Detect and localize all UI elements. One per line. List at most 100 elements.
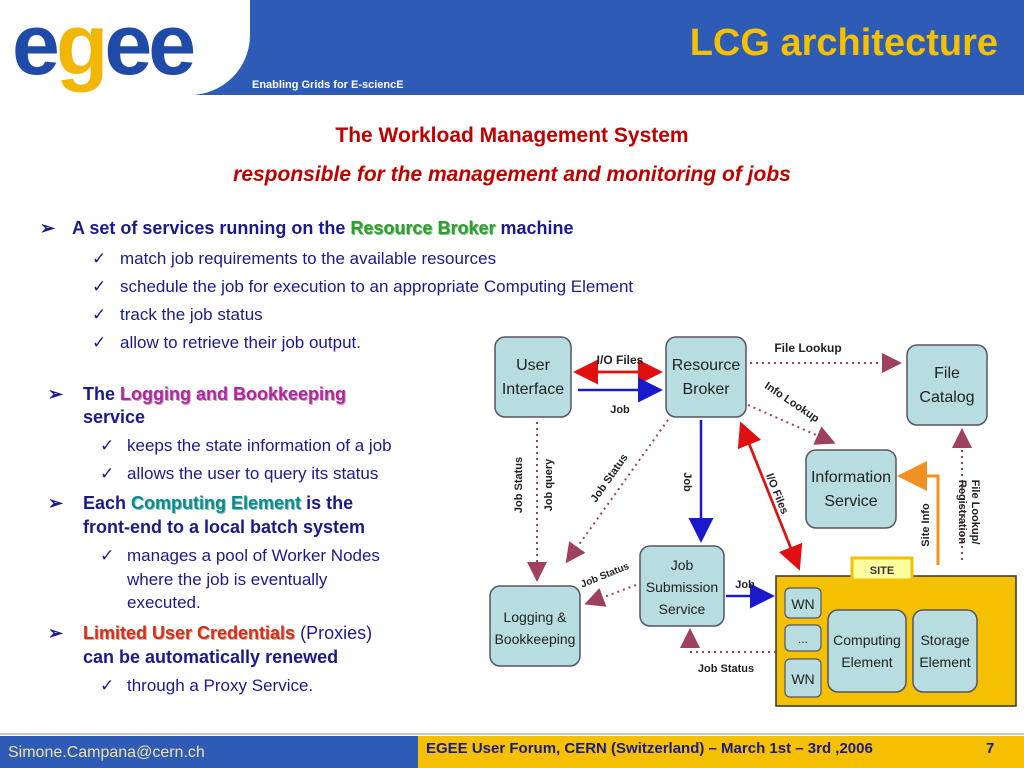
- b3-highlight: Computing Element: [131, 493, 302, 513]
- b2-highlight: Logging and Bookkeeping: [120, 384, 347, 404]
- label-io-files-diag: I/O Files: [763, 472, 790, 516]
- check-icon: ✓: [92, 249, 107, 268]
- info-lookup-arrow: [747, 404, 836, 445]
- b3-prefix: Each: [83, 493, 127, 513]
- b4-suffix: (Proxies): [300, 623, 373, 643]
- arrow-bullet-icon: ➢: [48, 384, 64, 404]
- site-label-box: [850, 556, 914, 582]
- label-job-status-left: Job Status: [513, 457, 525, 513]
- wn2-label: WN: [791, 671, 814, 687]
- slide-title: LCG architecture: [689, 22, 998, 64]
- check-icon: ✓: [100, 546, 115, 565]
- subtitle-line2: responsible for the management and monit…: [233, 163, 791, 186]
- b3-suffix: is the: [306, 493, 354, 513]
- b1-sub-1-text: match job requirements to the available …: [120, 249, 497, 268]
- label-job-status-diag: Job Status: [589, 452, 631, 505]
- b2-suffix: service: [83, 407, 146, 427]
- logo-area: egee: [0, 0, 250, 95]
- label-io-files-top: I/O Files: [597, 353, 644, 367]
- is-line2: Service: [824, 493, 877, 510]
- fc-line2: Catalog: [919, 389, 974, 406]
- subtitle-line1: The Workload Management System: [335, 124, 689, 147]
- jss-line2: Submission: [646, 579, 718, 595]
- ce-line2: Element: [841, 654, 892, 670]
- check-icon: ✓: [100, 464, 115, 483]
- b1-sub-3-text: track the job status: [120, 305, 263, 324]
- b3-sub-1-line2: where the job is eventually: [127, 570, 328, 589]
- job-submission-box: Job Submission Service: [639, 545, 725, 627]
- label-job-query: Job query: [543, 458, 555, 511]
- wn-dots-box: ...: [784, 624, 822, 652]
- fc-line1: File: [934, 365, 960, 382]
- job-status-small-arrow: [584, 584, 637, 607]
- is-line1: Information: [811, 469, 891, 486]
- job-status-bottom-arrow: [680, 628, 776, 653]
- check-icon: ✓: [92, 333, 107, 352]
- io-files-diag-arrow-up: [737, 421, 800, 567]
- tagline: Enabling Grids for E-sciencE: [252, 79, 404, 91]
- b1-highlight: Resource Broker: [350, 218, 496, 238]
- footer-right-band: [418, 736, 1024, 768]
- ce-line1: Computing: [833, 632, 901, 648]
- jss-line3: Service: [659, 601, 706, 617]
- b3-sub-1-line3: executed.: [127, 593, 201, 612]
- dots-label: ...: [798, 632, 808, 646]
- resource-broker-box: Resource Broker: [665, 336, 747, 418]
- ui-line2: Interface: [502, 381, 564, 398]
- site-label: SITE: [870, 565, 894, 577]
- bullet-credentials: ➢ Limited User Credentials (Proxies): [48, 622, 372, 644]
- lb-line2: Bookkeeping: [495, 631, 576, 647]
- b4-sub-1-text: through a Proxy Service.: [127, 676, 314, 695]
- job-status-diag-arrow: [565, 419, 669, 564]
- label-file-lookup: File Lookup: [774, 341, 841, 355]
- user-interface-box: User Interface: [494, 336, 572, 418]
- label-job-right: Job: [735, 579, 755, 591]
- se-line2: Element: [919, 654, 970, 670]
- b1-sub-3: ✓ track the job status: [92, 305, 263, 325]
- b3-line2: front-end to a local batch system: [83, 517, 366, 537]
- footer-conference: EGEE User Forum, CERN (Switzerland) – Ma…: [426, 740, 873, 757]
- bullet-computing-element: ➢ Each Computing Element is the: [48, 492, 353, 514]
- b1-prefix: A set of services running on the: [72, 218, 346, 238]
- b1-sub-1: ✓ match job requirements to the available…: [92, 249, 496, 269]
- arrow-bullet-icon: ➢: [48, 623, 64, 643]
- storage-element-box: Storage Element: [912, 609, 978, 693]
- computing-element-box: Computing Element: [827, 609, 907, 693]
- label-site-info: Site Info: [920, 503, 932, 547]
- b4-highlight: Limited User Credentials: [83, 623, 296, 643]
- label-registration: Registration: [956, 480, 968, 544]
- ui-line1: User: [516, 357, 550, 374]
- label-job-top: Job: [610, 404, 630, 416]
- b2-sub-1: ✓ keeps the state information of a job: [100, 436, 392, 456]
- arrow-bullet-icon: ➢: [48, 493, 64, 513]
- bullet-resource-broker: ➢ A set of services running on the Resour…: [40, 218, 574, 239]
- b4-sub-1: ✓ through a Proxy Service.: [100, 676, 313, 696]
- site-info-arrow: [897, 461, 940, 565]
- label-job-vertical: Job: [681, 472, 693, 492]
- b1-suffix: machine: [500, 218, 574, 238]
- check-icon: ✓: [100, 676, 115, 695]
- se-line1: Storage: [920, 632, 969, 648]
- b2-sub-2: ✓ allows the user to query its status: [100, 464, 378, 484]
- lb-line1: Logging &: [503, 609, 567, 625]
- b2-prefix: The: [83, 384, 116, 404]
- page-number: 7: [986, 740, 995, 757]
- b1-sub-4: ✓allow to retrieve their job output.: [92, 333, 361, 353]
- footer-divider: [0, 733, 1024, 735]
- footer-email: Simone.Campana@cern.ch: [8, 744, 205, 761]
- wn-box-2: WN: [784, 658, 822, 698]
- b3-sub-1-text: manages a pool of Worker Nodes: [127, 546, 380, 565]
- b4-line2: can be automatically renewed: [83, 647, 339, 667]
- arrow-bullet-icon: ➢: [40, 218, 56, 238]
- label-job-status-small: Job Status: [579, 561, 631, 591]
- rb-line1: Resource: [672, 357, 741, 374]
- check-icon: ✓: [92, 305, 107, 324]
- b2-sub-1-text: keeps the state information of a job: [127, 436, 392, 455]
- check-icon: ✓: [100, 436, 115, 455]
- bullet-logging: ➢ The Logging and Bookkeeping: [48, 383, 346, 405]
- rb-line2: Broker: [682, 381, 730, 398]
- b2-sub-2-text: allows the user to query its status: [127, 464, 379, 483]
- wn-box-1: WN: [784, 587, 822, 619]
- jss-line1: Job: [671, 557, 694, 573]
